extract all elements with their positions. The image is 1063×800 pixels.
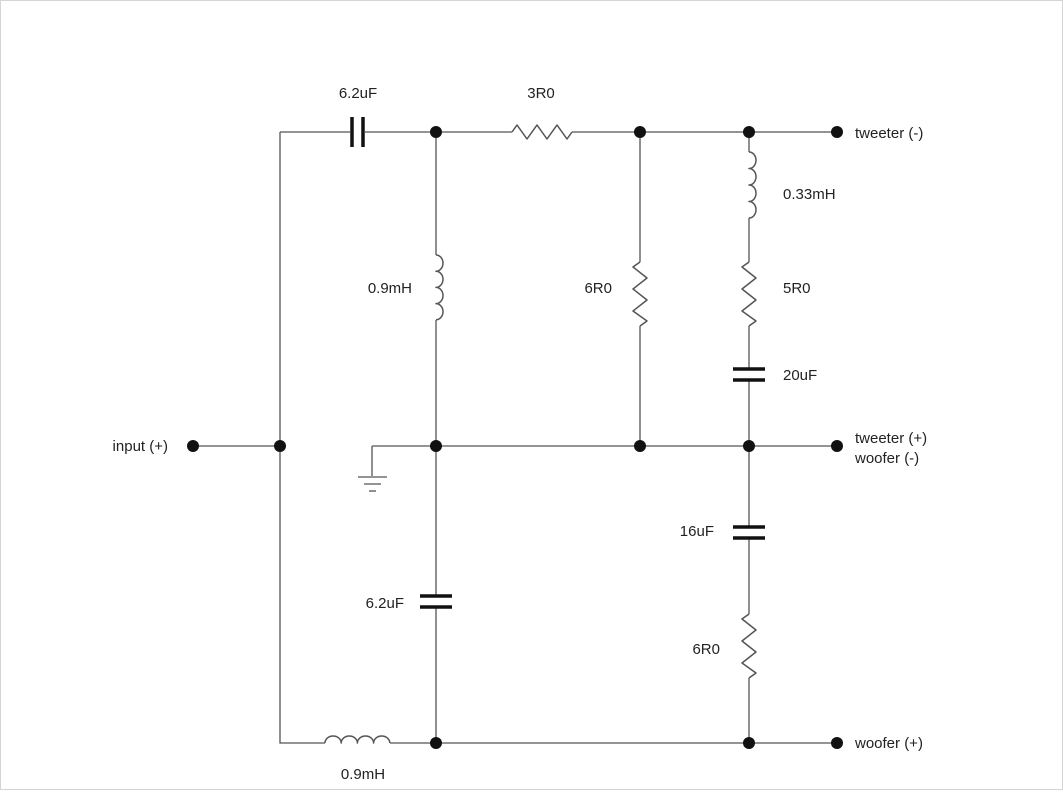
ground-icon [358,476,387,492]
resistor-r-series-top [511,124,573,140]
inductor-l-series-bottom [324,735,391,744]
node-top-640 [634,126,646,138]
node-mid-436 [430,440,442,452]
junction-nodes [274,126,755,749]
wires [193,131,837,744]
label-tweeter-neg: tweeter (-) [855,125,923,142]
label-c-tweeter: 20uF [783,367,817,384]
resistor-r-shunt-mid [632,261,648,327]
terminal-woofer-pos [831,737,843,749]
label-c-series-top: 6.2uF [339,85,377,102]
label-r-series-top: 3R0 [527,85,555,102]
node-mid-749 [743,440,755,452]
label-r-shunt-mid: 6R0 [584,280,612,297]
label-l-tweeter: 0.33mH [783,186,836,203]
node-top-436 [430,126,442,138]
label-input-pos: input (+) [113,438,168,455]
node-mid-640 [634,440,646,452]
node-mid-280 [274,440,286,452]
resistor-r-woofer [741,613,757,679]
capacitor-c-tweeter [733,367,765,382]
label-l-shunt-top: 0.9mH [368,280,412,297]
terminal-input [187,440,199,452]
label-c-shunt-bottom: 6.2uF [366,595,404,612]
label-woofer-pos: woofer (+) [854,735,923,752]
terminal-tweeter-neg [831,126,843,138]
label-woofer-neg: woofer (-) [854,450,919,467]
inductor-l-shunt-top [435,254,444,321]
label-tweeter-pos: tweeter (+) [855,430,927,447]
capacitor-c-shunt-bottom [420,594,452,609]
inductor-l-tweeter [748,151,757,219]
capacitor-c-woofer [733,525,765,540]
label-r-woofer: 6R0 [692,641,720,658]
node-top-749 [743,126,755,138]
terminal-tweeter-pos-woofer-neg [831,440,843,452]
resistor-r-tweeter [741,261,757,327]
node-bottom-436 [430,737,442,749]
wire-left-vertical [279,132,325,744]
label-r-tweeter: 5R0 [783,280,811,297]
label-c-woofer: 16uF [680,523,714,540]
node-bottom-749 [743,737,755,749]
capacitor-c-series-top [350,117,365,147]
label-l-series-bottom: 0.9mH [341,766,385,783]
